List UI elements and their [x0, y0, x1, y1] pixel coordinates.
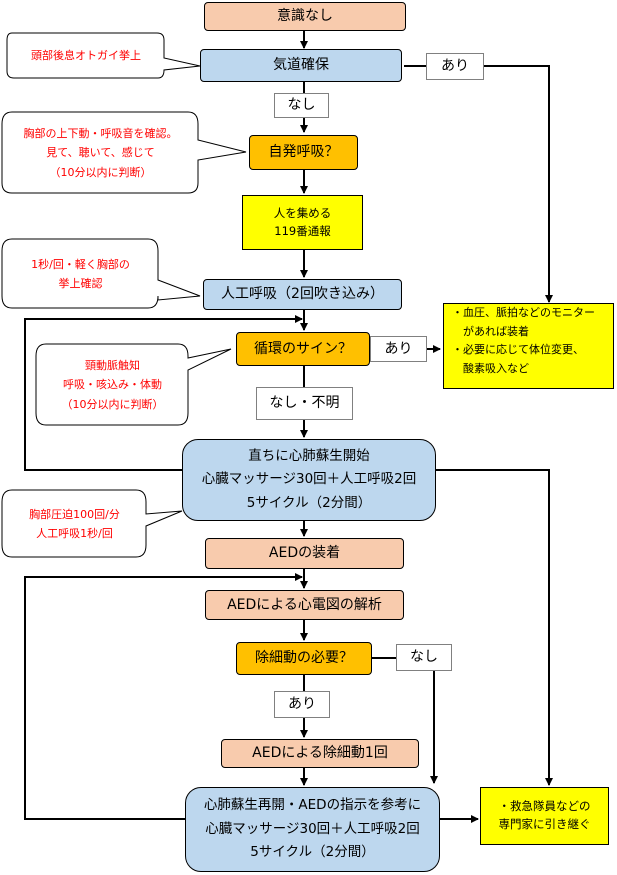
node-gather-help: 人を集める 119番通報 [242, 195, 363, 250]
note-handover: ・救急隊員などの 専門家に引き継ぐ [480, 787, 609, 845]
node-unconscious: 意識なし [204, 2, 406, 31]
callout-pulse-check: 頸動脈触知 呼吸・咳込み・体動 （10分以内に判断） [37, 345, 188, 425]
note-monitor-line-2: があれば装着 [452, 324, 529, 338]
node-cpr-start: 直ちに心肺蘇生開始 心臓マッサージ30回＋人工呼吸2回 5サイクル（2分間） [182, 439, 436, 521]
node-cpr-resume-line-2: 心臓マッサージ30回＋人工呼吸2回 [205, 820, 420, 837]
note-handover-line-2: 専門家に引き継ぐ [498, 817, 591, 831]
callout-breath-rate-line-2: 挙上確認 [58, 277, 103, 290]
node-gather-line-1: 人を集める [273, 205, 332, 220]
callout-bubble-breathing-check [1, 111, 247, 194]
node-aed-defib: AEDによる除細動1回 [221, 739, 419, 768]
callout-breath-rate: 1秒/回・軽く胸部の 挙上確認 [3, 240, 158, 308]
node-aed-analysis: AEDによる心電図の解析 [205, 590, 404, 620]
callout-compression-rate: 胸部圧迫100回/分 人工呼吸1秒/回 [3, 491, 146, 557]
callout-compression-rate-line-2: 人工呼吸1秒/回 [36, 527, 113, 540]
node-cpr-start-line-2: 心臓マッサージ30回＋人工呼吸2回 [201, 471, 417, 488]
node-artificial-respiration: 人工呼吸（2回吹き込み） [203, 279, 402, 310]
callout-bubble-head-tilt [6, 32, 201, 79]
label-circulation-no: なし・不明 [256, 387, 353, 420]
note-monitor-line-3: ・必要に応じて体位変更、 [452, 343, 584, 357]
label-airway-yes: あり [426, 53, 484, 80]
callout-head-tilt-line-1: 頭部後息オトガイ挙上 [31, 49, 141, 63]
node-cpr-start-line-1: 直ちに心肺蘇生開始 [248, 447, 370, 464]
node-spontaneous-breathing: 自発呼吸？ [249, 135, 358, 170]
callout-breathing-check-line-3: （10分以内に判断） [49, 165, 152, 179]
node-cpr-resume-line-1: 心肺蘇生再開・AEDの指示を参考に [203, 797, 422, 814]
label-breathing-no: なし [274, 93, 329, 118]
arrow-resume-loop-to-analysis [24, 573, 303, 820]
node-defib-needed: 除細動の必要？ [236, 642, 372, 675]
callout-pulse-check-line-3: （10分以内に判断） [61, 397, 164, 411]
node-cpr-resume-line-3: 5サイクル（2分間） [250, 844, 375, 861]
node-aed-attach: AEDの装着 [205, 538, 404, 569]
note-monitor-line-4: 酸素吸入など [452, 362, 529, 376]
callout-pulse-check-line-1: 頸動脈触知 [85, 359, 140, 373]
note-monitor: ・血圧、脈拍などのモニター があれば装着 ・必要に応じて体位変更、 酸素吸入など [443, 303, 614, 389]
arrow-airway-yes-to-monitor [404, 65, 553, 303]
callout-compression-rate-line-1: 胸部圧迫100回/分 [29, 507, 120, 521]
label-circulation-yes: あり [370, 336, 427, 362]
callout-pulse-check-line-2: 呼吸・咳込み・体動 [63, 378, 162, 392]
node-cpr-resume: 心肺蘇生再開・AEDの指示を参考に 心臓マッサージ30回＋人工呼吸2回 5サイク… [185, 787, 440, 872]
node-airway: 気道確保 [200, 49, 402, 82]
callout-bubble-compression-rate [1, 489, 183, 558]
callout-bubble-breath-rate [1, 238, 201, 309]
node-circulation-sign: 循環のサイン？ [236, 332, 370, 366]
callout-head-tilt: 頭部後息オトガイ挙上 [8, 34, 164, 78]
arrow-cpr-loop-to-respiration [24, 315, 303, 471]
callout-breathing-check-line-2: 見て、聴いて、感じて [46, 146, 155, 160]
node-cpr-start-line-3: 5サイクル（2分間） [246, 494, 372, 511]
callout-breathing-check: 胸部の上下動・呼吸音を確認。 見て、聴いて、感じて （10分以内に判断） [3, 113, 198, 193]
note-monitor-line-1: ・血圧、脈拍などのモニター [452, 306, 595, 319]
callout-bubble-pulse-check [35, 343, 232, 426]
callout-breath-rate-line-1: 1秒/回・軽く胸部の [31, 257, 130, 271]
callout-breathing-check-line-1: 胸部の上下動・呼吸音を確認。 [23, 127, 178, 141]
note-handover-line-1: ・救急隊員などの [498, 799, 591, 814]
arrow-cpr-to-handover [436, 469, 553, 786]
label-defib-yes: あり [274, 691, 330, 718]
label-defib-no: なし [396, 644, 452, 671]
node-gather-line-2: 119番通報 [274, 223, 331, 238]
